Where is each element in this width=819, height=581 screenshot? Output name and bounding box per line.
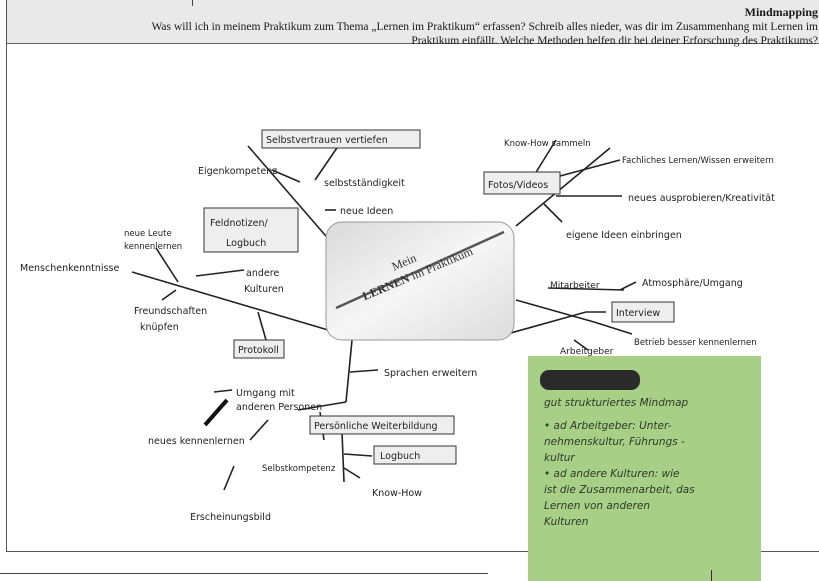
label-atmosphaere: Atmosphäre/Umgang <box>642 278 743 289</box>
label-umgang-2: anderen Personen <box>236 402 322 413</box>
label-eigene-ideen: eigene Ideen einbringen <box>566 230 682 241</box>
worksheet-question: Was will ich in meinem Praktikum zum The… <box>28 20 819 48</box>
label-selbststaendigkeit: selbstständigkeit <box>324 178 405 189</box>
worksheet-title: Mindmapping <box>744 5 818 19</box>
label-logbuch: Logbuch <box>380 451 420 462</box>
label-selbstkompetenz: Selbstkompetenz <box>262 464 336 474</box>
worksheet-header: Mindmapping Was will ich in meinem Prakt… <box>7 0 819 47</box>
redacted-name <box>540 370 640 390</box>
label-neue-ideen: neue Ideen <box>340 206 393 217</box>
label-knowhow-sammeln: Know-How sammeln <box>504 139 591 149</box>
sticky-line: gut strukturiertes Mindmap <box>544 397 689 409</box>
label-knowhow: Know-How <box>372 488 422 499</box>
label-feldnotizen-1: Feldnotizen/ <box>210 218 269 229</box>
sticky-line: • ad andere Kulturen: wie <box>544 468 680 480</box>
label-eigenkompetenz: Eigenkompetenz <box>198 166 277 177</box>
label-neue-leute-1: neue Leute <box>124 229 172 239</box>
label-neues-ausprobieren: neues ausprobieren/Kreativität <box>628 193 775 204</box>
label-neue-leute-2: kennenlernen <box>124 242 182 252</box>
question-line-1: Was will ich in meinem Praktikum zum The… <box>151 21 819 33</box>
page-edge-tick <box>192 0 193 6</box>
label-mitarbeiter: Mitarbeiter <box>550 281 600 291</box>
label-protokoll: Protokoll <box>238 345 279 356</box>
sticky-note: gut strukturiertes Mindmap • ad Arbeitge… <box>528 356 761 581</box>
ink-stroke <box>203 398 229 427</box>
mindmap-branches <box>131 139 637 491</box>
question-line-2: Praktikum einfällt. Welche Methoden helf… <box>411 35 818 47</box>
sticky-line: nehmenskultur, Führungs - <box>544 436 685 448</box>
label-umgang-1: Umgang mit <box>236 388 295 399</box>
label-box-fotos <box>483 171 561 195</box>
sticky-line: Lernen von anderen <box>544 500 651 512</box>
label-sprachen: Sprachen erweitern <box>384 368 477 379</box>
label-box-interview <box>611 301 675 323</box>
label-interview: Interview <box>616 308 660 319</box>
label-box-persoenliche <box>309 415 455 435</box>
label-freundschaften-1: Freundschaften <box>134 306 207 317</box>
label-neues-kennenlernen: neues kennenlernen <box>148 436 245 447</box>
page-bottom-rule <box>0 573 488 574</box>
label-box-protokoll <box>233 339 285 359</box>
label-freundschaften-2: knüpfen <box>140 322 179 333</box>
label-betrieb: Betrieb besser kennenlernen <box>634 338 757 348</box>
label-erscheinungsbild: Erscheinungsbild <box>190 512 271 523</box>
sticky-line: kultur <box>544 452 575 464</box>
label-selbstvertrauen: Selbstvertrauen vertiefen <box>266 135 388 146</box>
label-menschenkenntnisse: Menschenkenntnisse <box>20 263 119 274</box>
sticky-note-text: gut strukturiertes Mindmap • ad Arbeitge… <box>544 396 754 531</box>
sticky-pen-mark <box>711 570 712 581</box>
sticky-line: Kulturen <box>544 516 589 528</box>
label-box-logbuch <box>373 445 457 465</box>
sticky-line: ist die Zusammenarbeit, das <box>544 484 695 496</box>
label-andere-kulturen-1: andere <box>246 268 279 279</box>
label-box-selbstvertrauen <box>261 129 421 149</box>
label-fotos: Fotos/Videos <box>488 180 548 191</box>
label-fachliches: Fachliches Lernen/Wissen erweitern <box>622 156 774 166</box>
label-arbeitgeber: Arbeitgeber <box>560 347 614 357</box>
central-node: Mein LERNEN im Praktikum <box>325 221 515 341</box>
label-persoenliche: Persönliche Weiterbildung <box>314 421 438 432</box>
label-feldnotizen-2: Logbuch <box>226 238 266 249</box>
label-andere-kulturen-2: Kulturen <box>244 284 284 295</box>
label-box-feldnotizen <box>203 207 299 253</box>
sticky-line: • ad Arbeitgeber: Unter- <box>544 420 672 432</box>
